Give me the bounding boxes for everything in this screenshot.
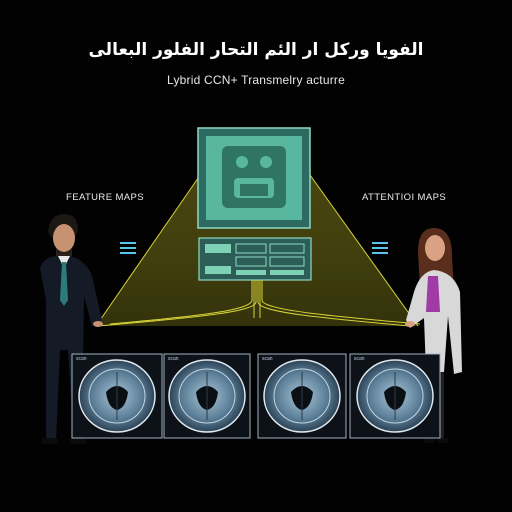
page-title: الفويا وركل ار الئم التحار الفلور البعال… [88, 40, 424, 60]
svg-text:scan: scan [354, 356, 365, 362]
svg-text:scan: scan [262, 356, 273, 362]
feature-maps-label: FEATURE MAPS [66, 192, 144, 203]
svg-text:scan: scan [76, 356, 87, 362]
people-icon [222, 146, 286, 208]
monitor-panel [197, 127, 311, 229]
attention-maps-label: ATTENTIOI MAPS [362, 192, 447, 203]
svg-text:scan: scan [168, 356, 179, 362]
beam-edge-left [95, 167, 206, 327]
brain-scan-3: scan [257, 353, 347, 439]
presenter-man [40, 214, 103, 444]
right-menu-lines-icon [372, 242, 388, 254]
data-panel [198, 237, 312, 281]
cable-bundle [97, 280, 421, 327]
brain-scan-4: scan [349, 353, 441, 439]
brain-scan-2: scan [163, 353, 251, 439]
page-subtitle: Lybrid CCN+ Transmelry acturre [167, 73, 345, 87]
brain-scan-1: scan [71, 353, 163, 439]
beam-edge-right [304, 167, 419, 327]
left-menu-lines-icon [120, 242, 136, 254]
